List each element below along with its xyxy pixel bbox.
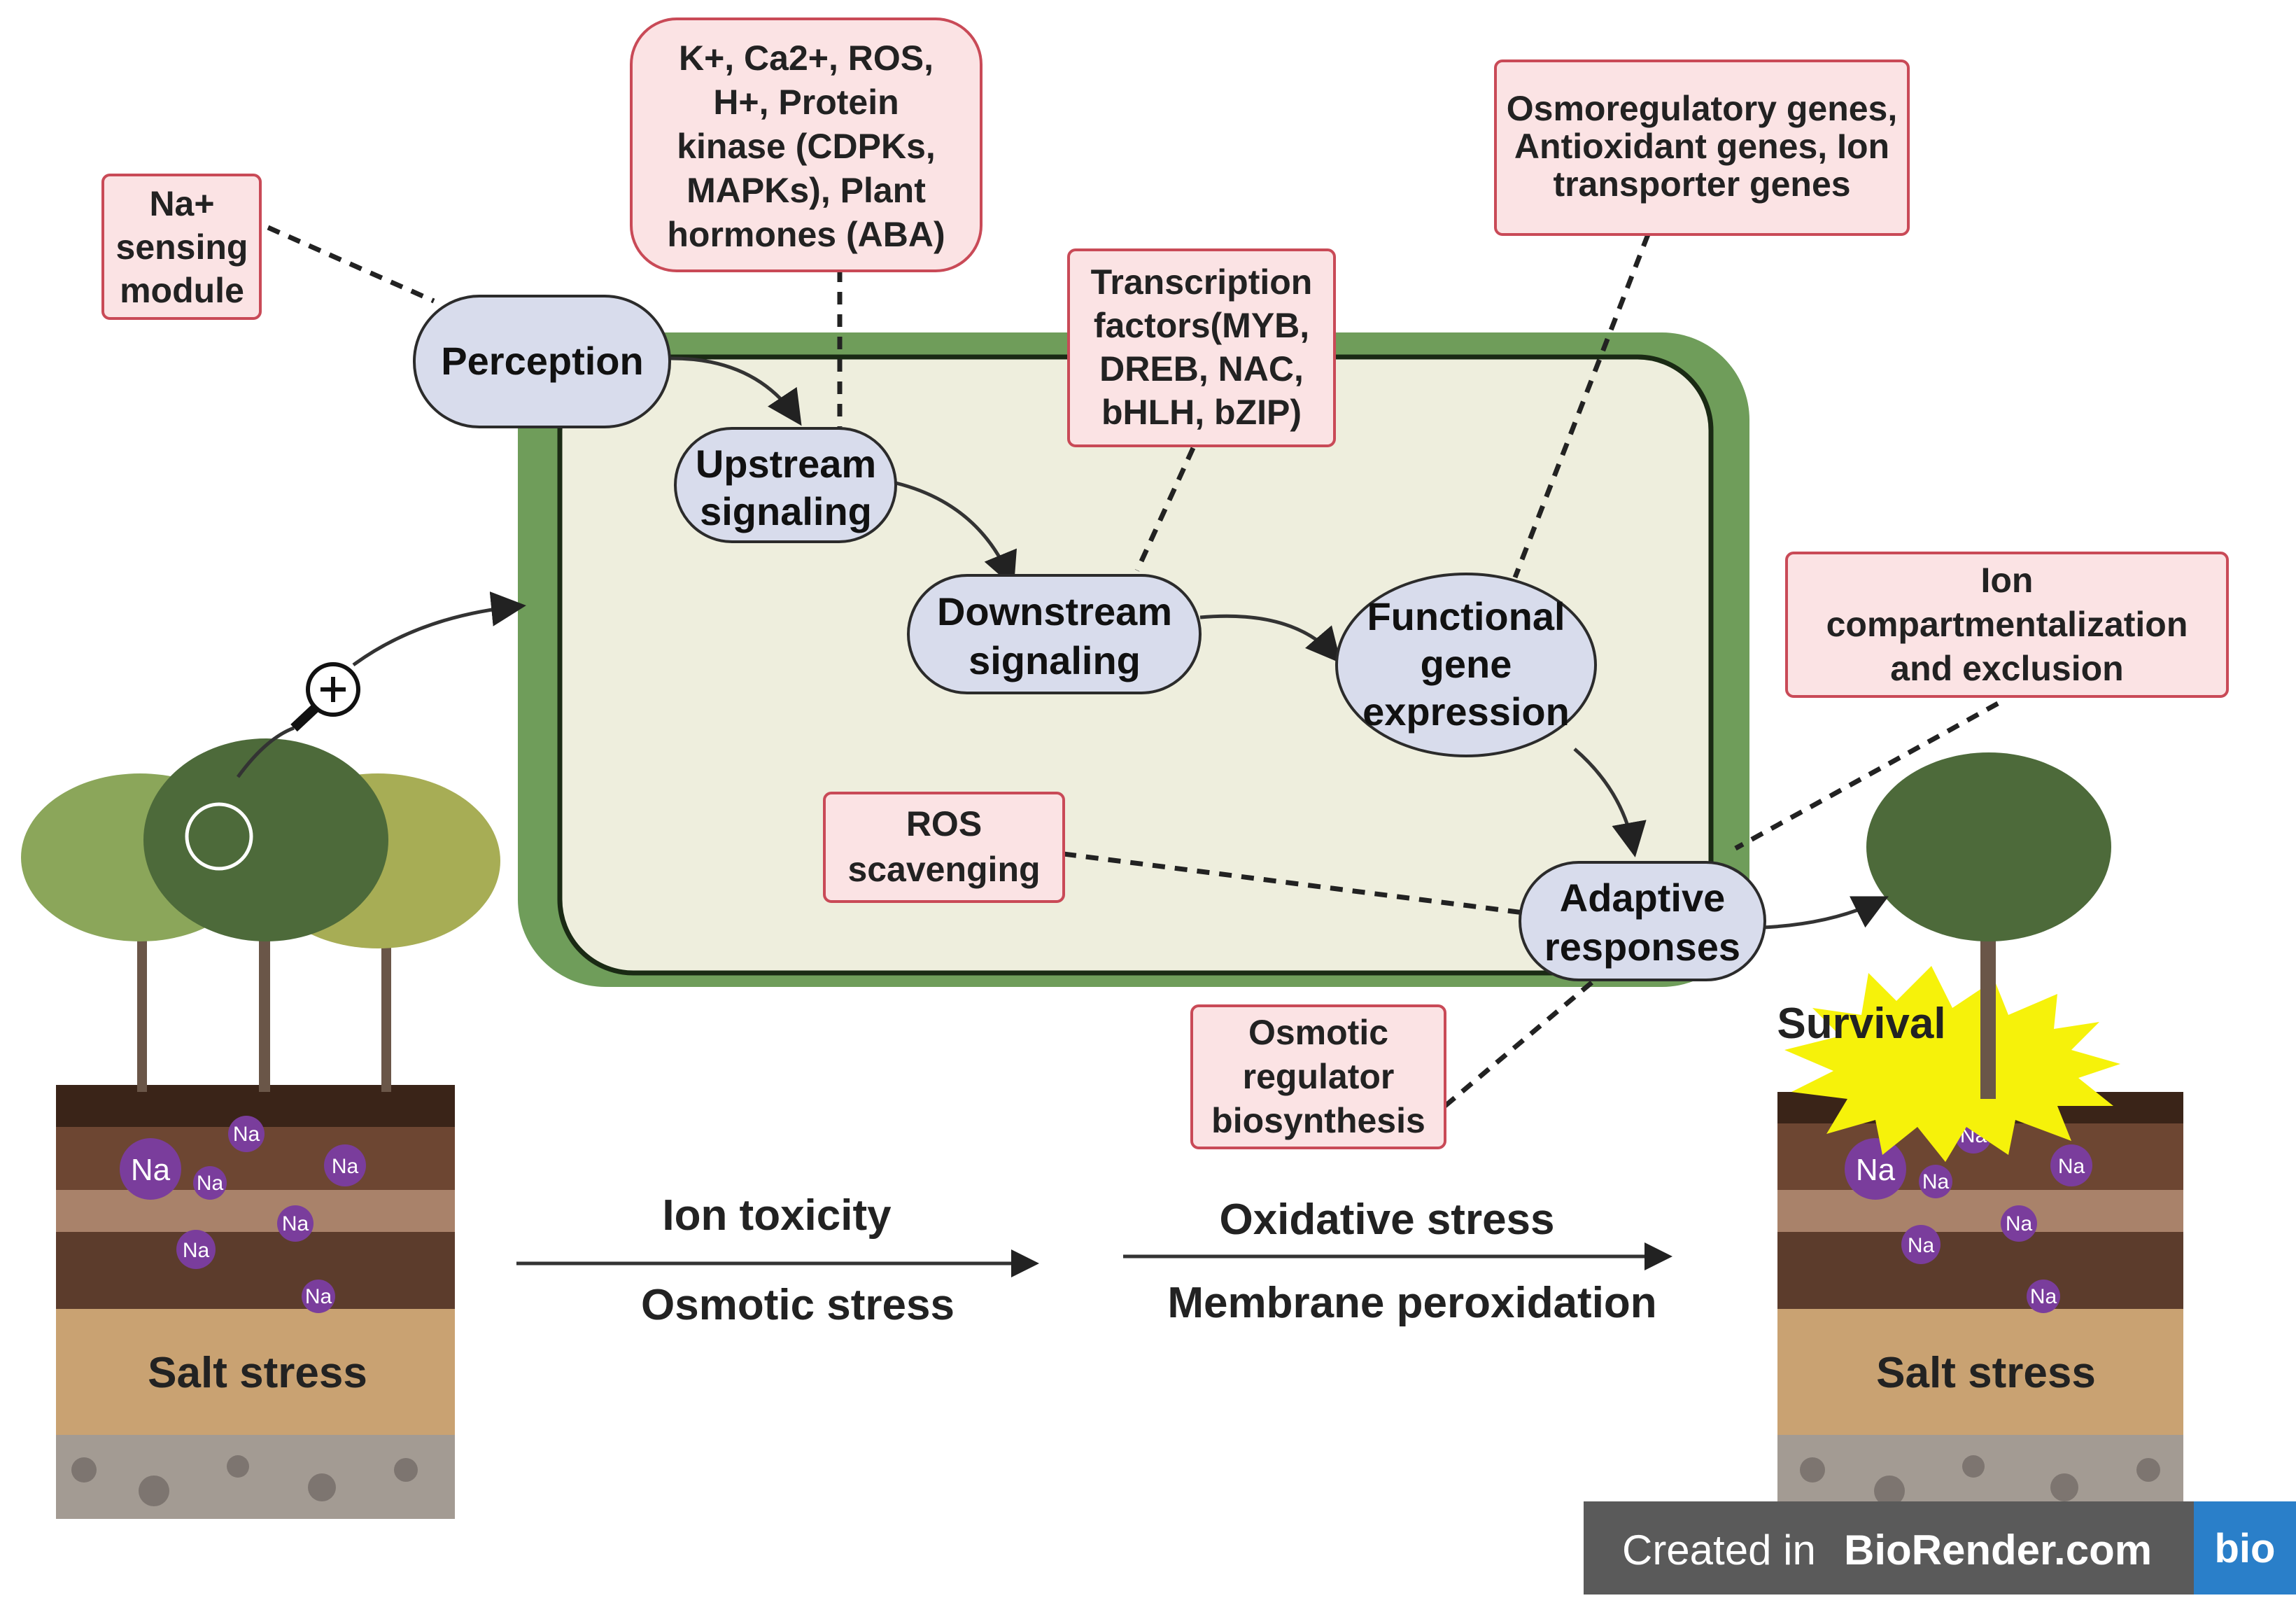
salt-stress-right-label: Salt stress <box>1876 1349 2096 1397</box>
svg-text:Na: Na <box>131 1153 171 1187</box>
svg-text:Na: Na <box>282 1212 309 1235</box>
label-ion-compartmentalization: Ion compartmentalization and exclusion <box>1785 552 2229 698</box>
tree-right <box>1866 752 2111 1099</box>
svg-text:bHLH, bZIP): bHLH, bZIP) <box>1101 393 1302 432</box>
stage-functional-gene-expression: Functional gene expression <box>1335 573 1597 757</box>
svg-text:Transcription: Transcription <box>1091 262 1313 302</box>
survival-burst <box>1784 966 2120 1162</box>
svg-text:biosynthesis: biosynthesis <box>1211 1101 1425 1140</box>
stage-perception: Perception <box>413 295 671 428</box>
label-gene-groups: Osmoregulatory genes, Antioxidant genes,… <box>1494 59 1910 236</box>
sodium-ions-right: Na Na Na Na Na Na Na <box>1845 1117 2092 1313</box>
label-ros-scavenging: ROS scavenging <box>823 792 1065 903</box>
svg-text:regulator: regulator <box>1243 1057 1395 1096</box>
label-na-sensing-module: Na+ sensing module <box>101 174 262 320</box>
oxidative-stress-label: Oxidative stress <box>1219 1196 1554 1244</box>
label-ions-signals: K+, Ca2+, ROS, H+, Protein kinase (CDPKs… <box>630 17 983 272</box>
svg-text:signaling: signaling <box>700 489 872 533</box>
watermark-prefix: Created in <box>1622 1527 1816 1574</box>
biorender-logo <box>2194 1501 2296 1595</box>
svg-text:Adaptive: Adaptive <box>1560 876 1726 920</box>
svg-text:Na: Na <box>1856 1153 1896 1187</box>
svg-text:compartmentalization: compartmentalization <box>1826 605 2188 644</box>
svg-text:Perception: Perception <box>441 339 643 383</box>
svg-text:Na: Na <box>1908 1234 1935 1257</box>
magnifier-connector <box>236 591 526 778</box>
svg-text:Antioxidant genes, Ion: Antioxidant genes, Ion <box>1514 127 1889 166</box>
svg-text:H+, Protein: H+, Protein <box>713 83 899 122</box>
svg-text:sensing: sensing <box>116 227 248 267</box>
svg-text:responses: responses <box>1544 925 1740 969</box>
svg-text:transporter genes: transporter genes <box>1553 164 1850 204</box>
svg-text:Na: Na <box>2006 1212 2033 1235</box>
magnified-region <box>185 802 253 871</box>
svg-text:Osmotic: Osmotic <box>1248 1013 1388 1052</box>
biorender-logo-text: bio <box>2215 1526 2276 1571</box>
svg-text:factors(MYB,: factors(MYB, <box>1094 306 1309 345</box>
svg-text:ROS: ROS <box>906 804 982 843</box>
svg-text:module: module <box>120 271 244 310</box>
svg-text:gene: gene <box>1421 642 1512 686</box>
svg-text:signaling: signaling <box>969 638 1141 682</box>
svg-text:Na: Na <box>197 1172 224 1195</box>
svg-text:Upstream: Upstream <box>696 442 876 486</box>
ion-toxicity-label: Ion toxicity <box>662 1191 892 1240</box>
label-transcription-factors: Transcription factors(MYB, DREB, NAC, bH… <box>1067 248 1336 447</box>
svg-text:Na+: Na+ <box>149 184 214 223</box>
salt-stress-left-label: Salt stress <box>148 1349 367 1397</box>
svg-text:and exclusion: and exclusion <box>1890 649 2123 688</box>
svg-text:expression: expression <box>1362 689 1570 734</box>
svg-text:MAPKs), Plant: MAPKs), Plant <box>686 171 926 210</box>
survival-label: Survival <box>1777 1000 1945 1048</box>
svg-text:DREB, NAC,: DREB, NAC, <box>1099 349 1304 388</box>
soil-left: Na Na Na Na Na Na Na Salt stress <box>56 1085 455 1519</box>
svg-text:Downstream: Downstream <box>937 589 1172 633</box>
svg-text:Na: Na <box>183 1239 210 1262</box>
soil-right: Na Na Na Na Na Na Na Salt stress <box>1777 1092 2183 1519</box>
svg-text:Na: Na <box>233 1123 260 1146</box>
svg-text:Na: Na <box>2030 1285 2057 1308</box>
svg-text:Na: Na <box>2058 1155 2085 1178</box>
svg-text:K+, Ca2+, ROS,: K+, Ca2+, ROS, <box>679 38 934 78</box>
stress-effects: Ion toxicity Osmotic stress Oxidative st… <box>516 1191 1672 1329</box>
osmotic-stress-label: Osmotic stress <box>641 1281 955 1329</box>
svg-text:Na: Na <box>1922 1170 1950 1193</box>
stage-downstream-signaling: Downstream signaling <box>907 574 1202 694</box>
svg-text:kinase (CDPKs,: kinase (CDPKs, <box>677 127 936 166</box>
svg-text:hormones (ABA): hormones (ABA) <box>667 215 945 254</box>
biorender-watermark: Created in BioRender.com bio <box>1584 1501 2296 1595</box>
svg-text:Functional: Functional <box>1367 594 1565 638</box>
svg-text:Osmoregulatory genes,: Osmoregulatory genes, <box>1507 89 1898 128</box>
stage-upstream-signaling: Upstream signaling <box>674 427 897 543</box>
tree-group-left <box>21 738 500 1092</box>
dashed-connectors <box>267 225 1999 1108</box>
svg-text:scavenging: scavenging <box>847 850 1040 889</box>
flow-arrows <box>668 356 1889 930</box>
membrane-peroxidation-label: Membrane peroxidation <box>1167 1279 1656 1327</box>
svg-text:Na: Na <box>305 1285 332 1308</box>
svg-text:Na: Na <box>332 1155 359 1178</box>
label-osmotic-regulator-biosynthesis: Osmotic regulator biosynthesis <box>1190 1004 1446 1149</box>
sodium-ions-left: Na Na Na Na Na Na Na <box>120 1116 366 1313</box>
watermark-brand: BioRender.com <box>1844 1527 2152 1574</box>
stage-adaptive-responses: Adaptive responses <box>1519 861 1766 981</box>
svg-text:Ion: Ion <box>1981 561 2034 600</box>
